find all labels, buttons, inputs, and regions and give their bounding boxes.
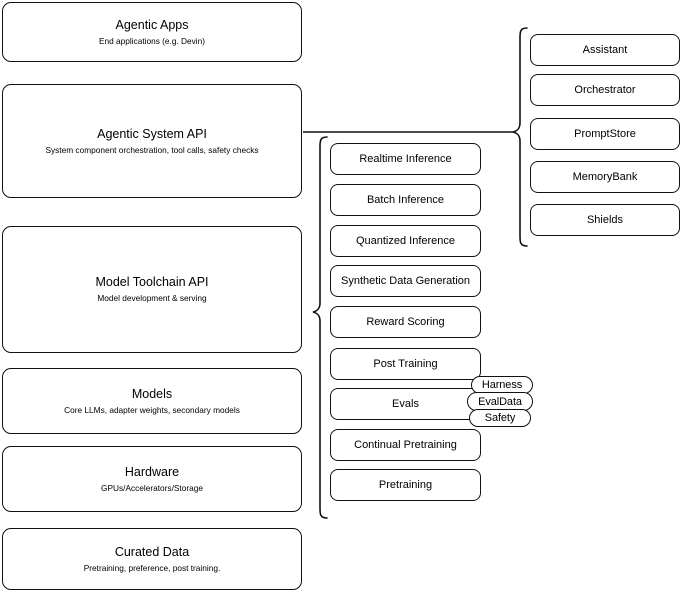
layer-title: Hardware: [124, 464, 180, 479]
toolchain-item-post-training[interactable]: Post Training: [330, 348, 481, 380]
toolchain-item-batch-inference[interactable]: Batch Inference: [330, 184, 481, 216]
layer-model-toolchain-api[interactable]: Model Toolchain API Model development & s…: [2, 226, 302, 353]
system-component-assistant[interactable]: Assistant: [530, 34, 680, 66]
layer-title: Agentic System API: [97, 126, 207, 141]
layer-subtitle: End applications (e.g. Devin): [98, 35, 206, 46]
toolchain-item-evals[interactable]: Evals: [330, 388, 481, 420]
layer-agentic-system-api[interactable]: Agentic System API System component orche…: [2, 84, 302, 198]
agentic-system-bracket: [512, 27, 528, 247]
toolchain-item-reward-scoring[interactable]: Reward Scoring: [330, 306, 481, 338]
toolchain-item-continual-pretraining[interactable]: Continual Pretraining: [330, 429, 481, 461]
layer-subtitle: System component orchestration, tool cal…: [45, 144, 259, 155]
system-component-shields[interactable]: Shields: [530, 204, 680, 236]
layer-title: Agentic Apps: [115, 17, 189, 32]
system-component-memorybank[interactable]: MemoryBank: [530, 161, 680, 193]
layer-subtitle: Core LLMs, adapter weights, secondary mo…: [64, 404, 240, 415]
layer-title: Model Toolchain API: [95, 275, 209, 289]
toolchain-item-synthetic-data-generation[interactable]: Synthetic Data Generation: [330, 265, 481, 297]
system-component-orchestrator[interactable]: Orchestrator: [530, 74, 680, 106]
evals-tag-safety[interactable]: Safety: [469, 409, 531, 427]
layer-subtitle: Pretraining, preference, post training.: [83, 562, 221, 573]
layer-subtitle: GPUs/Accelerators/Storage: [101, 482, 203, 493]
toolchain-item-realtime-inference[interactable]: Realtime Inference: [330, 143, 481, 175]
system-component-promptstore[interactable]: PromptStore: [530, 118, 680, 150]
layer-subtitle: Model development & serving: [97, 293, 207, 303]
layer-title: Models: [131, 386, 173, 401]
toolchain-item-pretraining[interactable]: Pretraining: [330, 469, 481, 501]
toolchain-item-quantized-inference[interactable]: Quantized Inference: [330, 225, 481, 257]
layer-title: Curated Data: [114, 544, 190, 559]
model-toolchain-bracket: [312, 136, 328, 519]
